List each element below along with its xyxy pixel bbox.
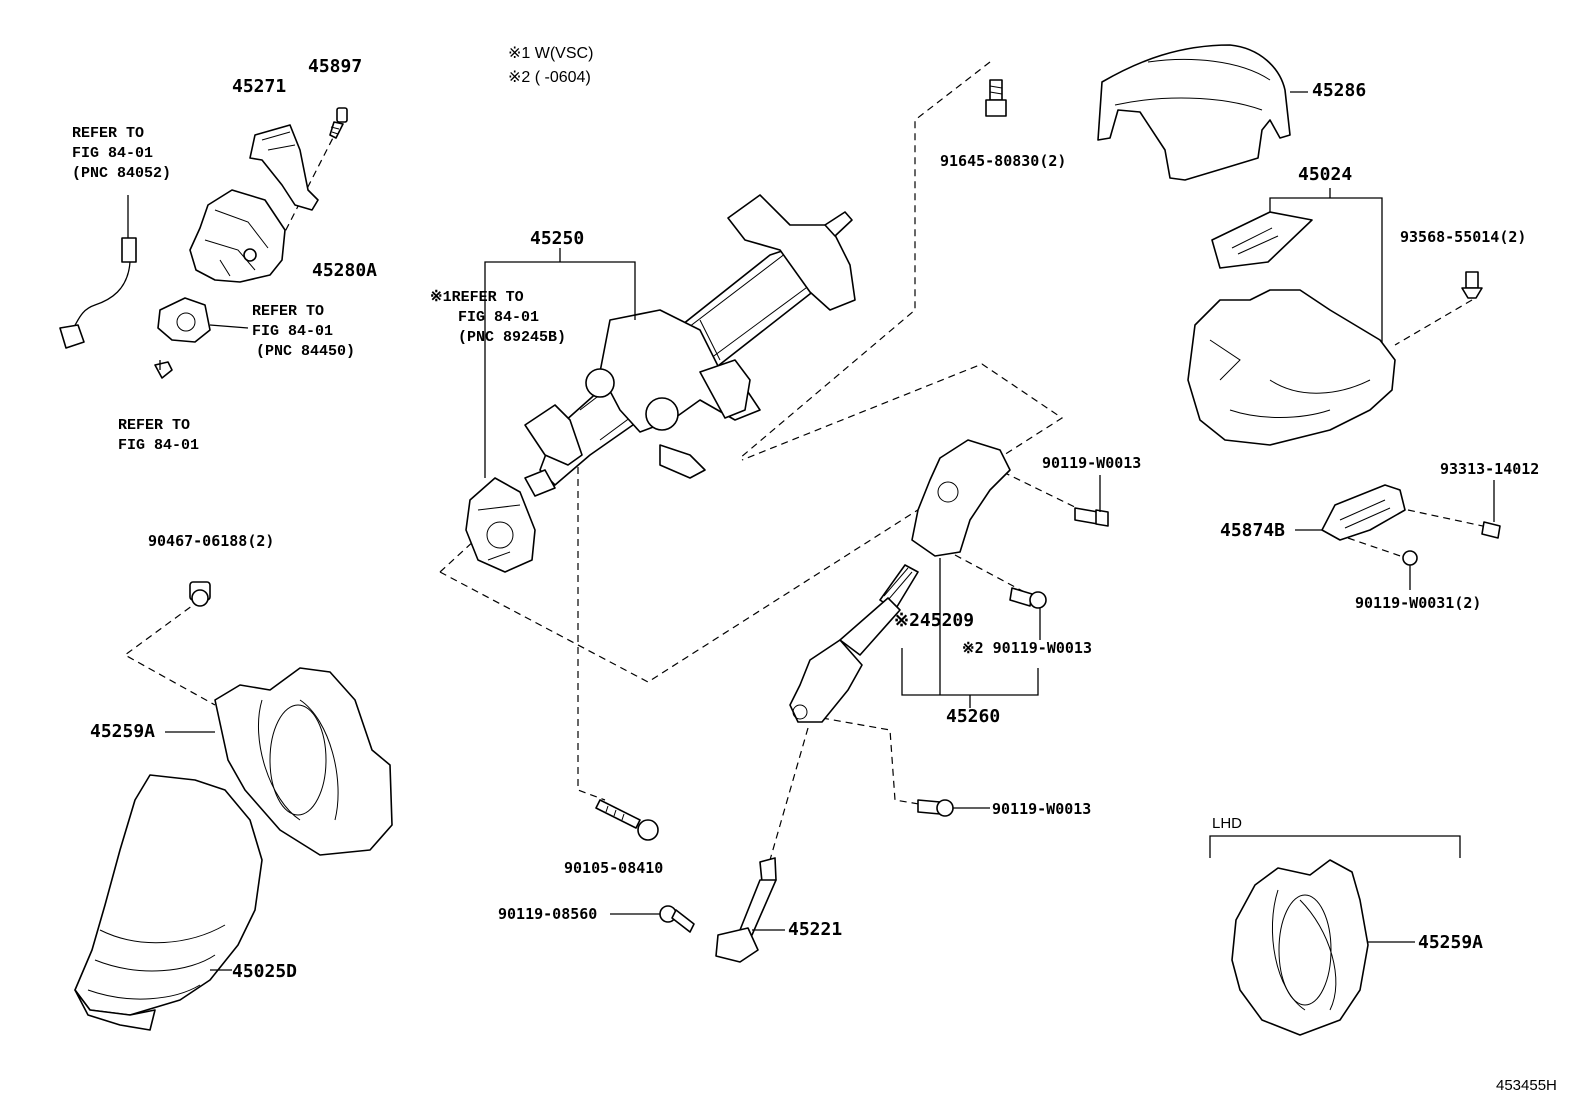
- part-45024-lower-cover: [1187, 188, 1396, 446]
- part-label-45221[interactable]: 45221: [788, 919, 843, 940]
- note-2: ※2 ( -0604): [508, 69, 591, 86]
- part-90467-clip: [189, 581, 211, 607]
- part-label-90119-08560[interactable]: 90119-08560: [498, 905, 598, 923]
- part-label-45025D[interactable]: 45025D: [232, 961, 298, 982]
- part-91645-screw: [985, 79, 1007, 117]
- part-label-45271[interactable]: 45271: [232, 76, 287, 97]
- dashed-assembly-outline-upper: [739, 61, 991, 459]
- refer-to-89245B[interactable]: ※1REFER TO FIG 84-01 (PNC 89245B): [430, 288, 566, 348]
- ref-line: (PNC 84450): [256, 343, 356, 360]
- part-label-45259A-left[interactable]: 45259A: [90, 721, 156, 742]
- part-label-90119-w0031[interactable]: 90119-W0031(2): [1355, 594, 1482, 612]
- ref-line: REFER TO: [252, 303, 325, 320]
- part-90119-w0031-screw: [1402, 550, 1418, 590]
- refer-to-84450[interactable]: REFER TO FIG 84-01 (PNC 84450): [252, 302, 355, 362]
- ref-line: (PNC 89245B): [458, 329, 567, 346]
- part-93313-screw: [1481, 480, 1501, 539]
- part-45259A-left-insulator: [165, 667, 393, 856]
- part-label-45874B[interactable]: 45874B: [1220, 520, 1286, 541]
- dashed-leader-90119-c: [821, 717, 926, 806]
- ref-line: ※1REFER TO: [430, 289, 524, 306]
- ref-line: FIG 84-01: [252, 323, 334, 340]
- part-90119-bolt-b: [1009, 587, 1047, 640]
- part-label-90105-08410[interactable]: 90105-08410: [564, 859, 664, 877]
- part-45874B-bracket: [1295, 484, 1406, 541]
- part-wire-harness: [59, 195, 137, 349]
- dashed-leader-90105: [577, 455, 606, 801]
- part-45897-screw: [329, 107, 348, 139]
- lhd-group: [1209, 835, 1461, 1036]
- dashed-assembly-outline-box: [439, 363, 1064, 683]
- dashed-leader-93313: [1407, 509, 1493, 529]
- part-label-45897[interactable]: 45897: [308, 56, 363, 77]
- part-90105-bolt: [595, 799, 659, 841]
- part-45280A-housing: [189, 189, 286, 283]
- part-93568-screw: [1461, 271, 1483, 299]
- part-label-45280A[interactable]: 45280A: [312, 260, 378, 281]
- part-label-45259A-right[interactable]: 45259A: [1418, 932, 1484, 953]
- ref-line: (PNC 84052): [72, 165, 172, 182]
- part-label-93568-55014[interactable]: 93568-55014(2): [1400, 228, 1527, 246]
- part-label-90119-w0013-a[interactable]: 90119-W0013: [1042, 454, 1142, 472]
- part-90119-bolt-c: [917, 799, 990, 817]
- part-label-90119-w0013-b[interactable]: ※2 90119-W0013: [962, 639, 1092, 657]
- part-label-45260[interactable]: 45260: [946, 706, 1001, 727]
- part-45025D-boot: [74, 774, 263, 1031]
- part-label-90119-w0013-c[interactable]: 90119-W0013: [992, 800, 1092, 818]
- part-label-93313-14012[interactable]: 93313-14012: [1440, 460, 1540, 478]
- part-45221-yoke: [715, 857, 785, 963]
- part-45286-upper-cover: [1097, 44, 1308, 181]
- part-label-45286[interactable]: 45286: [1312, 80, 1367, 101]
- dashed-leader-93568: [1394, 299, 1473, 346]
- refer-to-84052[interactable]: REFER TO FIG 84-01 (PNC 84052): [72, 124, 171, 184]
- part-45260-intermediate-shaft: [789, 439, 1039, 723]
- dashed-leader-90119-a: [1002, 471, 1086, 513]
- part-small-screw: [154, 360, 173, 379]
- dashed-leader-90467: [123, 599, 216, 706]
- ref-line: REFER TO: [118, 417, 191, 434]
- note-1: ※1 W(VSC): [508, 45, 594, 62]
- part-switch-84450: [157, 297, 249, 343]
- part-label-45024[interactable]: 45024: [1298, 164, 1353, 185]
- lhd-label: LHD: [1212, 815, 1243, 832]
- dashed-leader-90119-b: [954, 554, 1031, 596]
- part-90119-08560-bolt: [610, 905, 695, 933]
- part-label-45250[interactable]: 45250: [530, 228, 585, 249]
- part-label-90467-06188[interactable]: 90467-06188(2): [148, 532, 275, 550]
- ref-line: FIG 84-01: [118, 437, 200, 454]
- ref-line: REFER TO: [72, 125, 145, 142]
- refer-to-84-01[interactable]: REFER TO FIG 84-01: [118, 416, 199, 456]
- dashed-leader-45221: [769, 727, 809, 861]
- ref-line: FIG 84-01: [72, 145, 154, 162]
- figure-code: 453455H: [1496, 1077, 1557, 1094]
- part-label-45209[interactable]: ※245209: [894, 610, 975, 631]
- part-45271-bracket: [249, 124, 319, 211]
- part-90119-bolt-a: [1074, 475, 1109, 527]
- part-sensor-89245B: [465, 477, 536, 573]
- part-label-91645-80830[interactable]: 91645-80830(2): [940, 152, 1067, 170]
- ref-line: FIG 84-01: [458, 309, 540, 326]
- part-45250-steering-column: [484, 194, 856, 497]
